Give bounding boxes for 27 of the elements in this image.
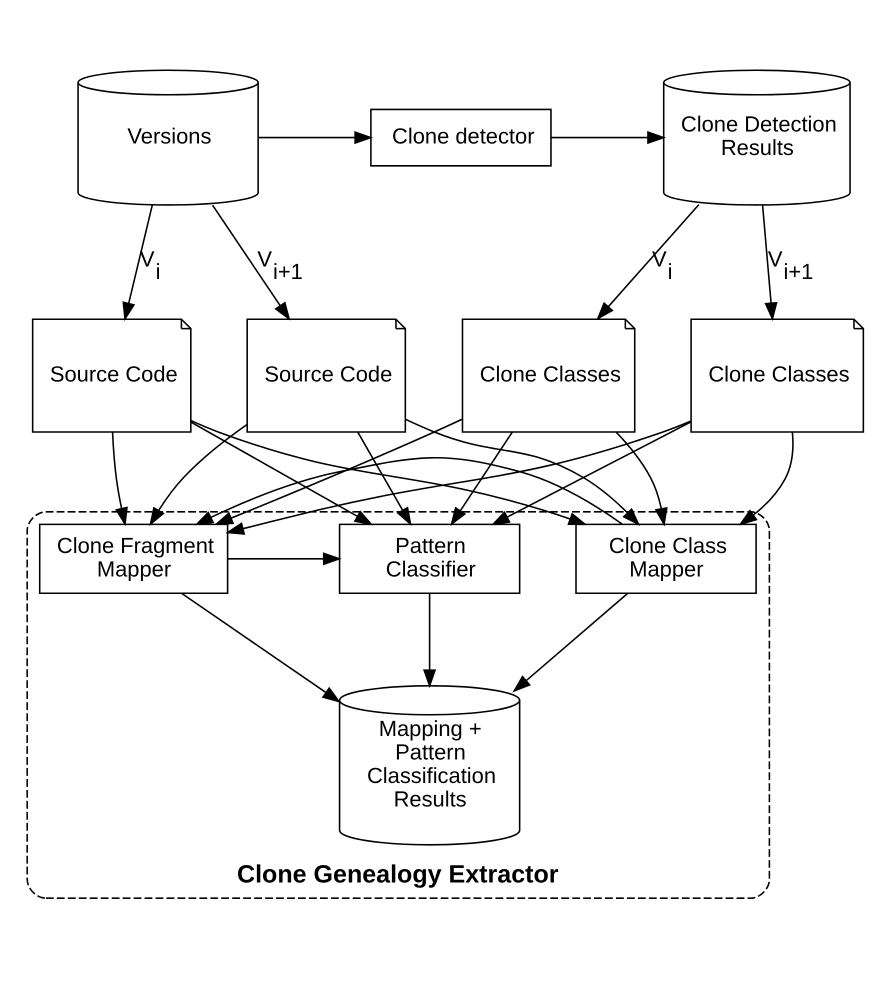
arrow xyxy=(181,592,341,703)
arrow xyxy=(190,421,374,526)
arrow xyxy=(512,592,628,693)
arrow xyxy=(405,418,640,526)
arrow xyxy=(194,457,623,526)
arrow xyxy=(214,418,462,525)
arrow xyxy=(228,552,342,566)
arrow xyxy=(225,420,691,535)
arrow xyxy=(190,420,588,526)
arrow xyxy=(616,432,668,527)
arrow xyxy=(762,205,778,322)
arrow xyxy=(450,432,513,526)
node-box: Clone Fragment Mapper xyxy=(38,524,228,594)
arrow xyxy=(258,131,374,144)
arrow xyxy=(596,204,700,320)
arrow xyxy=(491,421,692,526)
arrow xyxy=(212,204,290,321)
arrow xyxy=(738,432,794,526)
node-box: Pattern Classifier xyxy=(338,524,520,594)
arrow xyxy=(112,432,128,526)
arrow xyxy=(357,432,412,526)
arrow xyxy=(423,594,436,688)
node-box: Clone detector xyxy=(370,108,552,167)
arrow xyxy=(149,424,248,526)
node-box: Clone Class Mapper xyxy=(575,524,757,594)
arrow xyxy=(551,131,666,144)
arrow xyxy=(122,205,154,322)
